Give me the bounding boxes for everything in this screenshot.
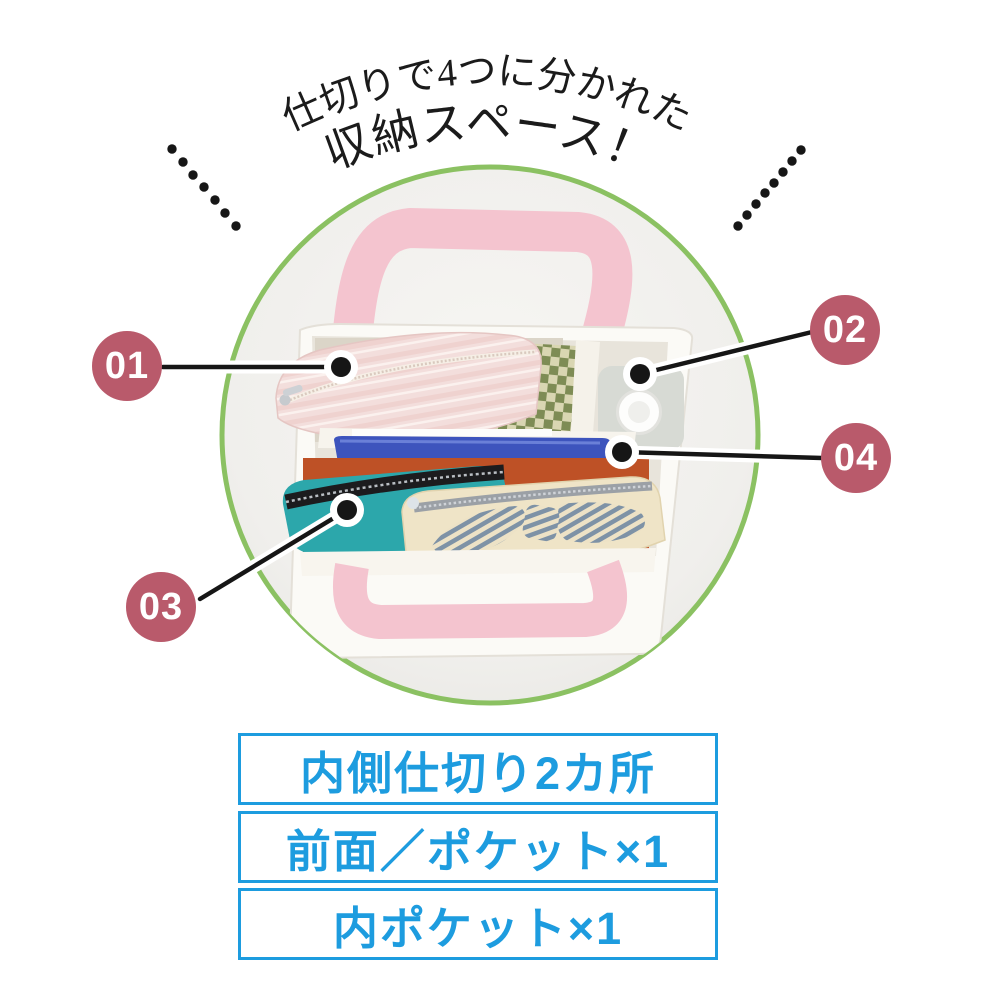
callout-badge-02: 02 — [810, 295, 880, 365]
bottle-cap-center — [628, 401, 650, 423]
product-photo — [219, 164, 761, 706]
callout-line-01 — [156, 350, 358, 384]
paper-edge — [352, 429, 552, 436]
callout-line-02 — [623, 325, 819, 391]
arched-title: 仕切りで4つに分かれた 収納スペース！ — [276, 50, 698, 183]
teal-pouch-zipper-teeth — [285, 470, 505, 504]
divider-wall — [570, 340, 600, 446]
front-rim — [300, 548, 656, 576]
callout-badge-04: 04 — [821, 423, 891, 493]
spec-box-front-pocket: 前面／ポケット×1 — [238, 811, 718, 883]
zipper-pull-icon — [279, 384, 303, 406]
front-handle — [332, 559, 628, 639]
callout-line-04 — [605, 435, 829, 469]
pink-pouch-zipper-teeth — [289, 350, 536, 402]
dotted-line-left — [167, 144, 241, 231]
dotted-line-right — [733, 145, 806, 231]
blue-pouch-highlight — [339, 439, 601, 445]
spec-box-inner-dividers: 内側仕切り2カ所 — [238, 733, 718, 805]
callout-badge-03: 03 — [126, 572, 196, 642]
cream-pouch-zipper-teeth — [413, 484, 653, 510]
back-handle — [332, 208, 633, 346]
bow-print — [432, 502, 645, 557]
spec-box-inner-pocket: 内ポケット×1 — [238, 888, 718, 960]
clear-zipper-pull-icon — [407, 497, 419, 509]
callout-leaders — [156, 325, 829, 606]
callout-badge-01: 01 — [92, 331, 162, 401]
callout-line-03 — [193, 493, 364, 606]
